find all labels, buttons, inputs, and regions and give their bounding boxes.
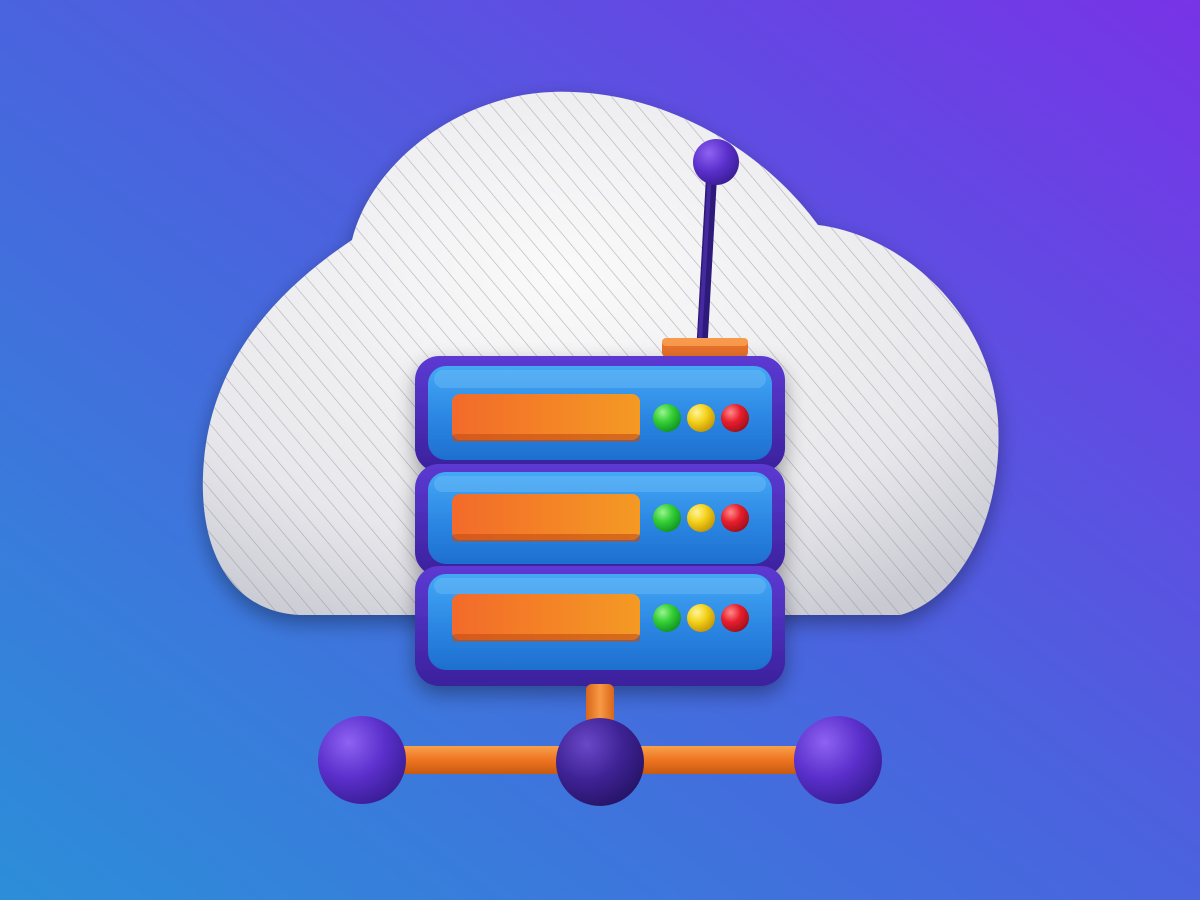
cloud-icon [202, 91, 999, 616]
green-led-icon [653, 404, 681, 432]
network-node-left-icon [318, 716, 406, 804]
antenna-ball-icon [693, 139, 739, 185]
server-rack-icon [415, 356, 785, 686]
yellow-led-icon [687, 604, 715, 632]
red-led-icon [721, 604, 749, 632]
green-led-icon [653, 504, 681, 532]
drive-label-3 [452, 594, 640, 640]
drive-label-2 [452, 494, 640, 540]
server-unit-3 [415, 566, 785, 686]
server-unit-1 [415, 356, 785, 472]
network-node-center-icon [556, 718, 644, 806]
yellow-led-icon [687, 504, 715, 532]
network-connector-icon [318, 684, 882, 806]
antenna-icon [662, 139, 748, 358]
green-led-icon [653, 604, 681, 632]
server-unit-2 [415, 464, 785, 576]
yellow-led-icon [687, 404, 715, 432]
red-led-icon [721, 404, 749, 432]
network-node-right-icon [794, 716, 882, 804]
red-led-icon [721, 504, 749, 532]
drive-label-1 [452, 394, 640, 440]
